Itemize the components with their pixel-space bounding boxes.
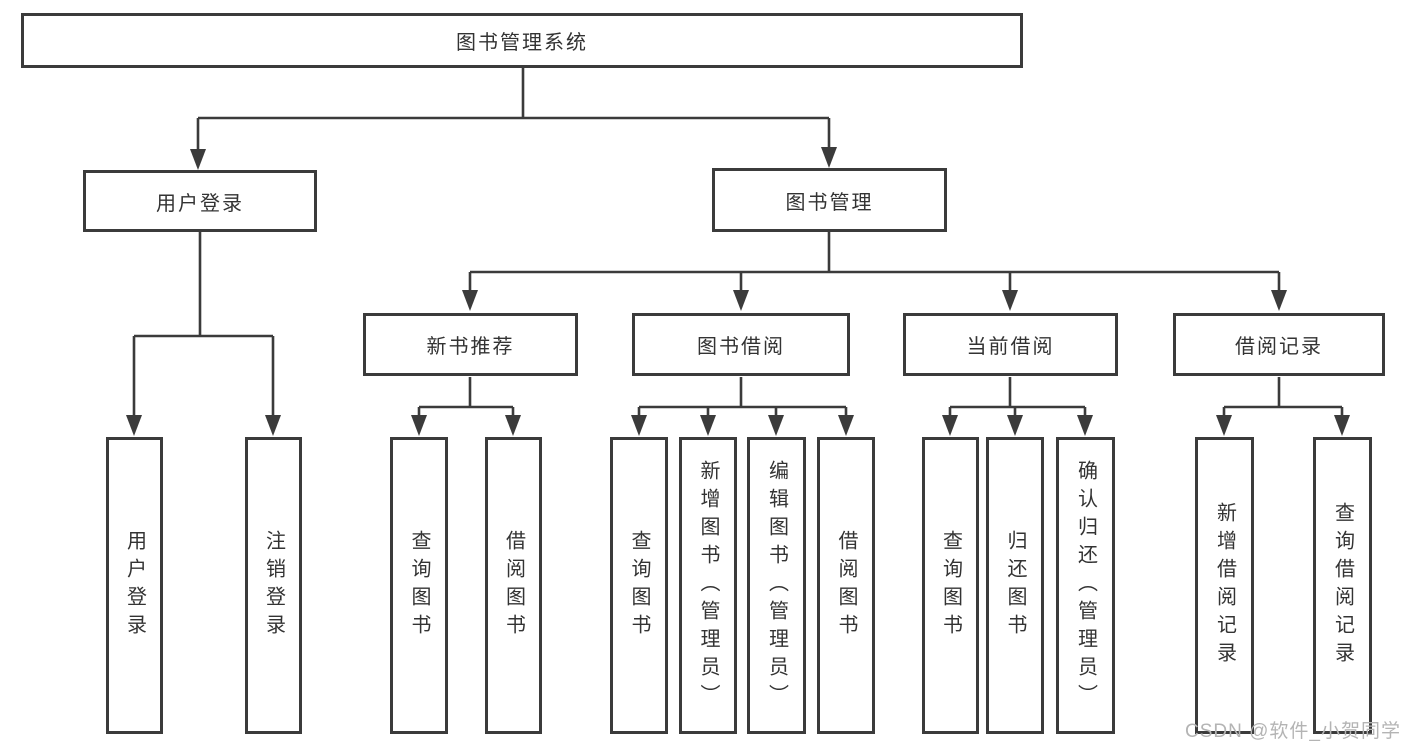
leaf-query-borrow-record: 查询借阅记录 bbox=[1313, 437, 1372, 734]
leaf-borrow-book-label: 借阅图书 bbox=[835, 529, 857, 642]
node-user-login: 用户登录 bbox=[83, 170, 317, 232]
leaf-current-query-book-label: 查询图书 bbox=[939, 529, 962, 642]
leaf-confirm-return-admin: 确认归还（管理员） bbox=[1056, 437, 1115, 734]
node-root-label: 图书管理系统 bbox=[456, 32, 588, 54]
node-new-book-recommend-label: 新书推荐 bbox=[426, 336, 515, 358]
leaf-borrow-query-book: 查询图书 bbox=[610, 437, 668, 734]
leaf-current-query-book: 查询图书 bbox=[922, 437, 979, 734]
leaf-logout-label: 注销登录 bbox=[262, 529, 285, 642]
leaf-user-login: 用户登录 bbox=[106, 437, 163, 734]
node-current-borrow: 当前借阅 bbox=[903, 313, 1118, 376]
leaf-borrow-query-book-label: 查询图书 bbox=[628, 529, 650, 642]
leaf-recommend-query-book: 查询图书 bbox=[390, 437, 448, 734]
leaf-borrow-book: 借阅图书 bbox=[817, 437, 875, 734]
node-user-login-label: 用户登录 bbox=[156, 192, 244, 215]
node-borrow-record: 借阅记录 bbox=[1173, 313, 1385, 376]
leaf-edit-book-admin-label: 编辑图书（管理员） bbox=[765, 459, 788, 712]
leaf-return-book-label: 归还图书 bbox=[1004, 529, 1026, 642]
node-book-borrow-label: 图书借阅 bbox=[697, 336, 785, 358]
node-root-system: 图书管理系统 bbox=[21, 13, 1023, 68]
leaf-return-book: 归还图书 bbox=[986, 437, 1044, 734]
node-borrow-record-label: 借阅记录 bbox=[1235, 336, 1323, 358]
leaf-add-borrow-record-label: 新增借阅记录 bbox=[1213, 501, 1236, 670]
node-book-management-label: 图书管理 bbox=[785, 191, 874, 214]
leaf-logout: 注销登录 bbox=[245, 437, 302, 734]
node-new-book-recommend: 新书推荐 bbox=[363, 313, 578, 376]
leaf-recommend-borrow-book-label: 借阅图书 bbox=[502, 529, 525, 642]
node-current-borrow-label: 当前借阅 bbox=[966, 336, 1055, 358]
csdn-watermark: CSDN @软件_小贺同学 bbox=[1185, 721, 1401, 742]
leaf-recommend-borrow-book: 借阅图书 bbox=[485, 437, 542, 734]
leaf-add-book-admin-label: 新增图书（管理员） bbox=[697, 459, 719, 712]
leaf-edit-book-admin: 编辑图书（管理员） bbox=[747, 437, 806, 734]
leaf-add-borrow-record: 新增借阅记录 bbox=[1195, 437, 1254, 734]
leaf-confirm-return-admin-label: 确认归还（管理员） bbox=[1074, 459, 1097, 712]
leaf-recommend-query-book-label: 查询图书 bbox=[408, 529, 430, 642]
node-book-borrow: 图书借阅 bbox=[632, 313, 850, 376]
leaf-add-book-admin: 新增图书（管理员） bbox=[679, 437, 737, 734]
node-book-management: 图书管理 bbox=[712, 168, 947, 232]
leaf-query-borrow-record-label: 查询借阅记录 bbox=[1331, 501, 1354, 670]
leaf-user-login-label: 用户登录 bbox=[123, 529, 146, 642]
